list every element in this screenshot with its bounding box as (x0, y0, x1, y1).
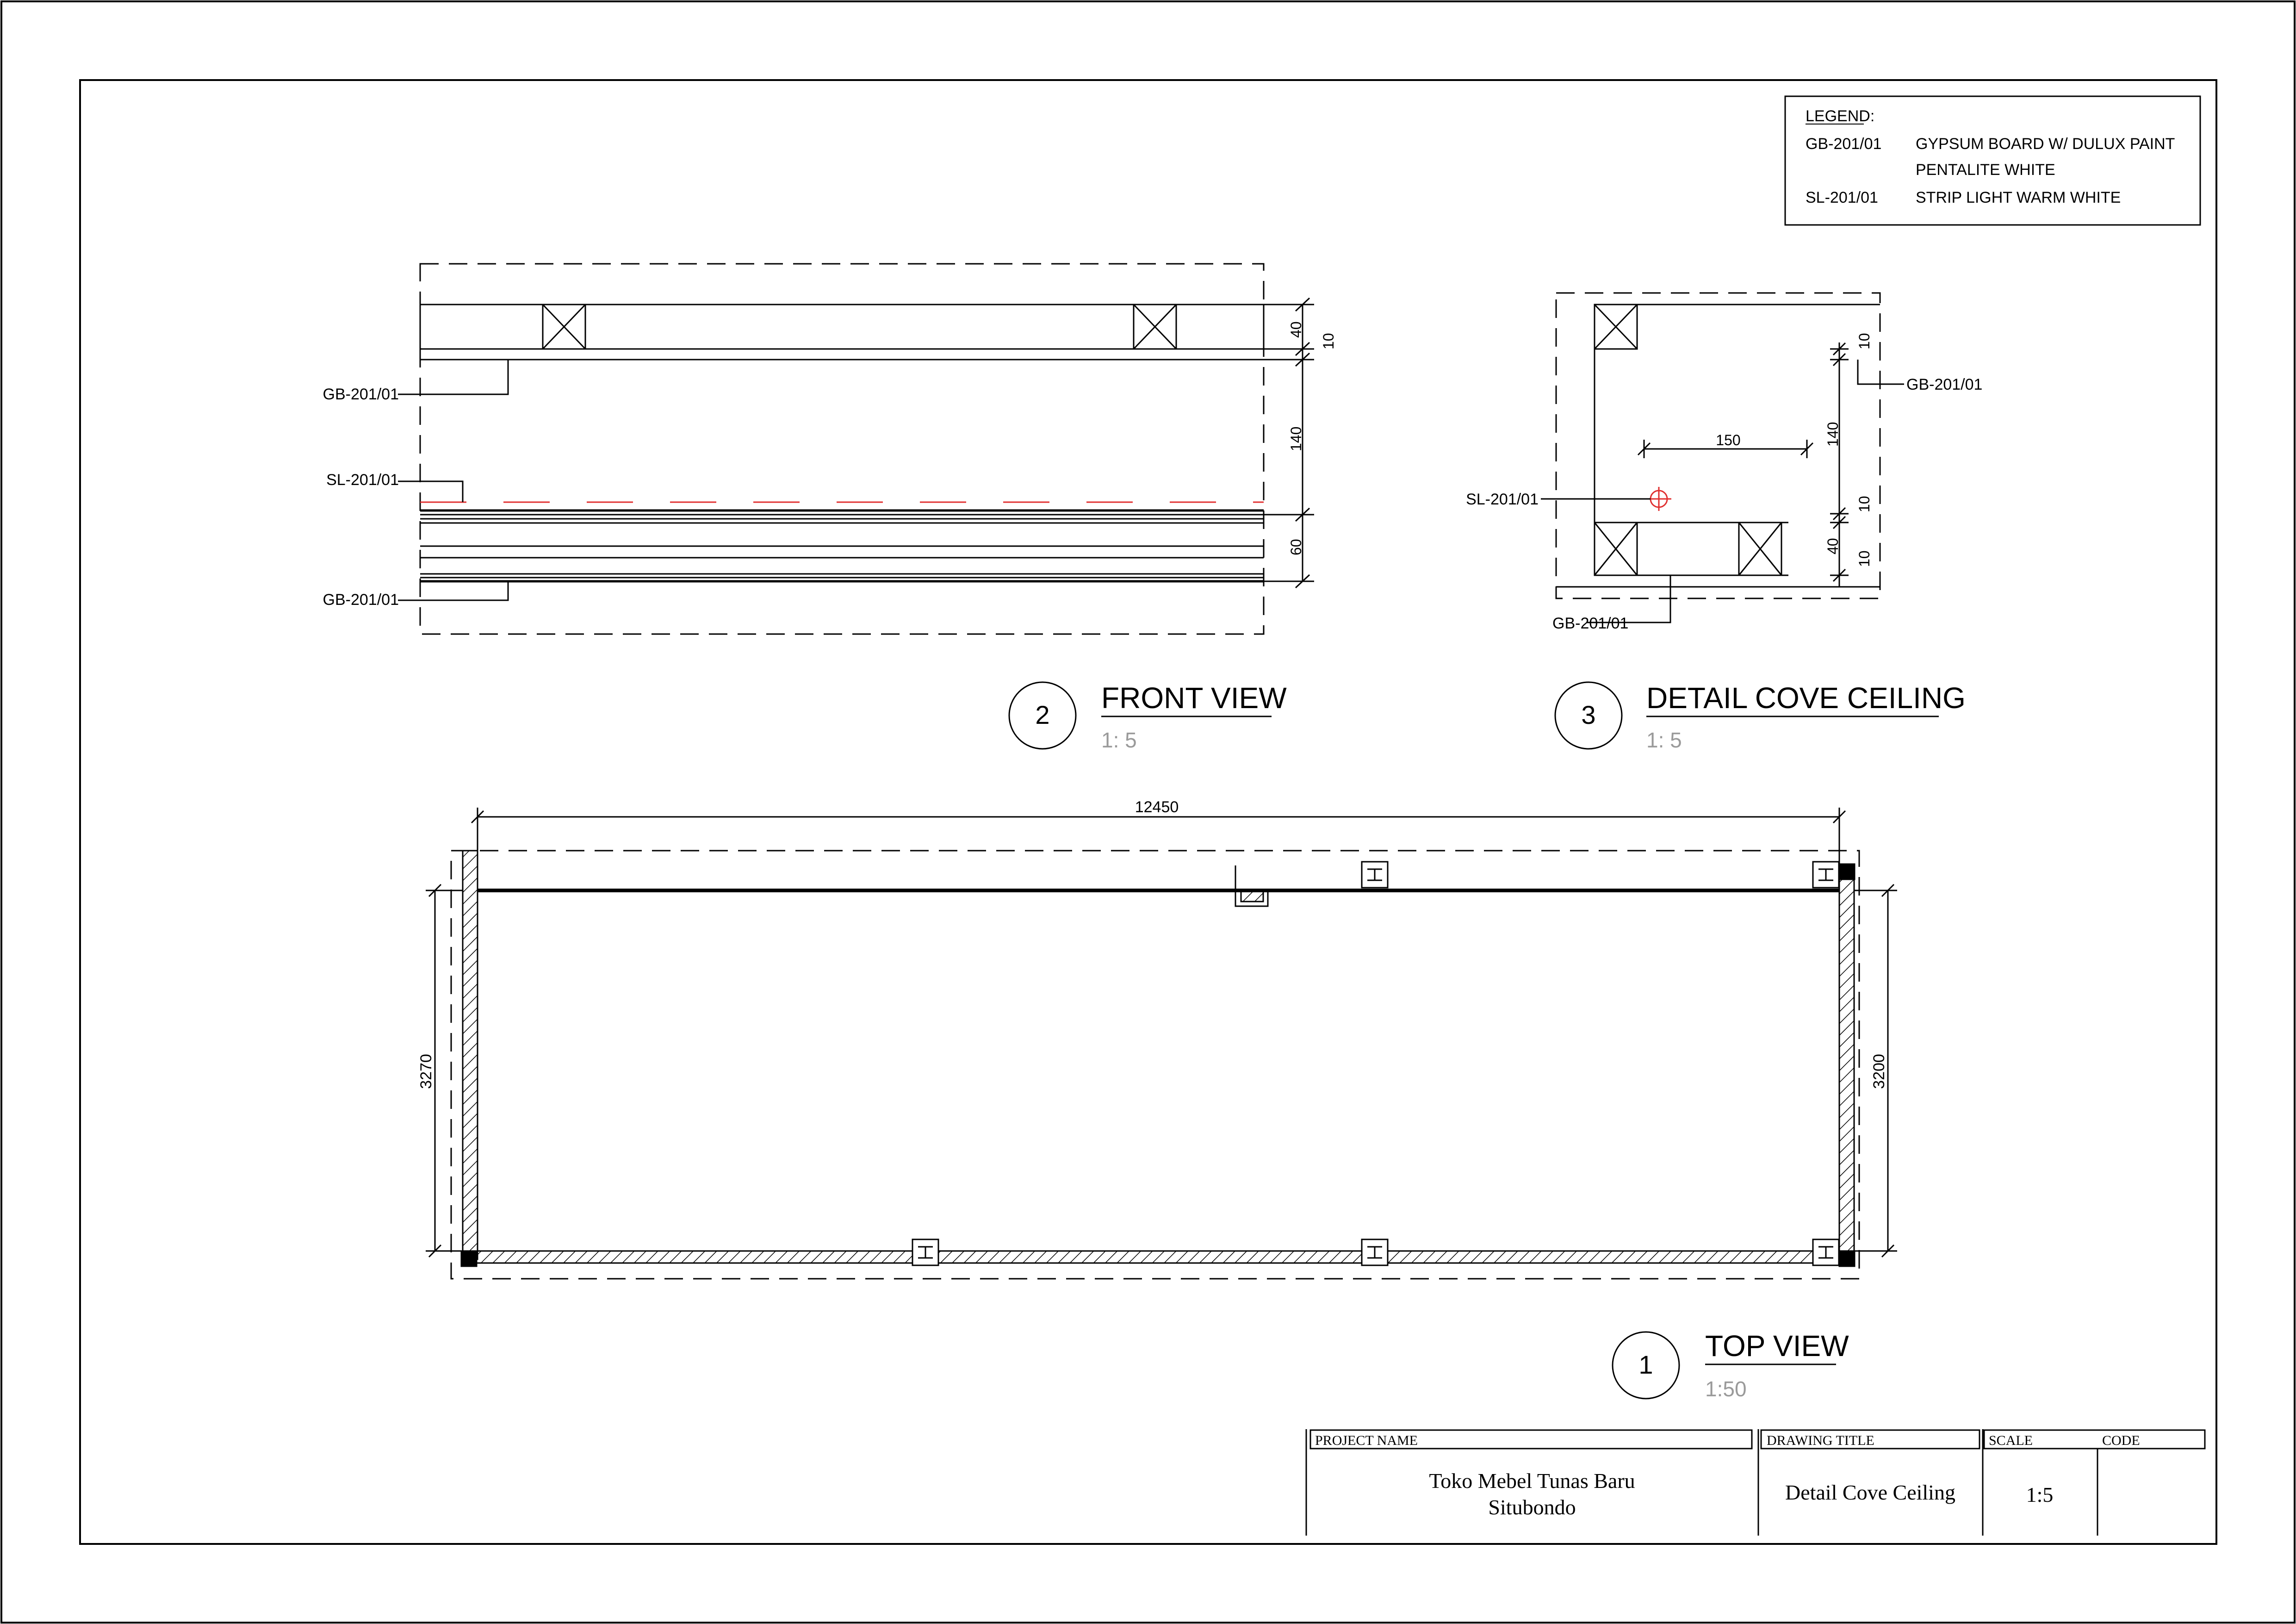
project-name-label: PROJECT NAME (1315, 1433, 1418, 1448)
front-view-hanger-left (542, 304, 586, 350)
detail-view-gb-profile (1594, 304, 1880, 576)
top-view-dim-right: 3200 (1870, 1054, 1888, 1089)
top-view-wall-left (462, 850, 478, 1260)
detail-view-number-circle (1554, 681, 1623, 750)
front-view-leader-sl (398, 480, 464, 502)
detail-view-texts: 10 140 150 10 40 10 GB-201/01 SL-201/01 … (1466, 333, 1982, 632)
top-view-texts: 12450 3270 3200 (417, 798, 1888, 1089)
drawing-title-value: Detail Cove Ceiling (1785, 1481, 1955, 1504)
front-view-profile-lines (420, 509, 1264, 583)
detail-view-title-block: 3 DETAIL COVE CEILING 1: 5 (1554, 681, 1966, 752)
top-view-i-beam-top-mid (1361, 861, 1389, 889)
top-view-column-bottom-left (460, 1250, 478, 1267)
front-view-label-sl: SL-201/01 (326, 471, 399, 489)
legend-code-1: GB-201/01 (1806, 135, 1881, 153)
title-block (1305, 1429, 2206, 1536)
detail-view-dim-150: 150 (1716, 432, 1740, 448)
detail-view-dimension-150 (1637, 440, 1814, 458)
detail-view-dim-40: 40 (1824, 538, 1841, 554)
top-view-title-block: 1 TOP VIEW 1:50 (1612, 1329, 1849, 1401)
front-view-label-bottom-gb: GB-201/01 (323, 591, 399, 609)
front-view-leader-bottom-gb (398, 581, 509, 601)
top-view-dimension-right (1854, 884, 1897, 1258)
front-view-texts: 40 10 140 60 GB-201/01 SL-201/01 GB-201/… (323, 321, 1337, 609)
detail-view-dimension-vertical (1830, 342, 1849, 587)
code-label: CODE (2102, 1433, 2140, 1448)
front-view-outline (419, 263, 1265, 635)
front-view-number-circle (1008, 681, 1077, 750)
detail-view-label-gb-bottom: GB-201/01 (1552, 615, 1628, 632)
front-view-dim-140: 140 (1288, 427, 1304, 451)
detail-view-dim-10-mid: 10 (1856, 496, 1873, 512)
top-view-wall-right (1838, 869, 1855, 1260)
front-view-dim-40: 40 (1288, 321, 1304, 338)
front-view-number: 2 (1035, 700, 1049, 729)
top-view-column-top-right (1838, 863, 1855, 880)
legend-code-2: SL-201/01 (1806, 189, 1878, 206)
front-view-hanger-right (1133, 304, 1177, 350)
top-view-title: TOP VIEW (1705, 1329, 1849, 1363)
front-view-scale: 1: 5 (1101, 728, 1137, 752)
front-view-dimension-line (1264, 297, 1314, 589)
detail-view-label-gb-right: GB-201/01 (1906, 376, 1982, 393)
front-view-dim-10: 10 (1320, 333, 1337, 349)
detail-view-batten-top (1594, 304, 1638, 350)
legend: LEGEND: GB-201/01 GYPSUM BOARD W/ DULUX … (1784, 95, 2201, 226)
top-view-i-beam-bottom-1 (912, 1238, 939, 1266)
detail-view-outline (1555, 292, 1881, 599)
top-view-dim-width: 12450 (1135, 798, 1179, 816)
front-view-title-block: 2 FRONT VIEW 1: 5 (1008, 681, 1287, 752)
drawing-title-label: DRAWING TITLE (1767, 1433, 1874, 1448)
top-view-i-beam-top-right (1812, 861, 1840, 889)
detail-view-title: DETAIL COVE CEILING (1646, 681, 1966, 715)
top-view-i-beam-bottom-3 (1812, 1238, 1840, 1266)
detail-view-batten-bottom-right (1738, 522, 1782, 576)
top-view-i-beam-bottom-2 (1361, 1238, 1389, 1266)
scale-label: SCALE (1989, 1433, 2033, 1448)
front-view-label-top-gb: GB-201/01 (323, 386, 399, 403)
top-view-number-circle (1612, 1331, 1680, 1400)
top-view-dimension-left (426, 884, 463, 1258)
top-view-dim-left: 3270 (417, 1054, 435, 1089)
legend-desc-1a: GYPSUM BOARD W/ DULUX PAINT (1916, 135, 2175, 153)
top-view-outline (450, 850, 1860, 1280)
top-view-column-bottom-right (1838, 1250, 1855, 1267)
front-view-leader-top-gb (398, 360, 509, 395)
detail-view-leader-gb-right (1857, 360, 1904, 385)
detail-view-scale: 1: 5 (1646, 728, 1682, 752)
detail-view-number: 3 (1581, 700, 1595, 729)
legend-desc-1b: PENTALITE WHITE (1916, 161, 2055, 179)
detail-view-dim-10-top: 10 (1856, 333, 1873, 349)
project-name-line2: Situbondo (1488, 1495, 1576, 1519)
detail-view-dim-140: 140 (1824, 422, 1841, 447)
front-view (398, 263, 1314, 635)
detail-view-leader-gb-bottom (1587, 575, 1671, 623)
detail-view-label-sl: SL-201/01 (1466, 491, 1539, 508)
top-view-wall-bottom (467, 1250, 1847, 1264)
detail-view-dim-10-bot: 10 (1856, 550, 1873, 567)
detail-view (1541, 292, 1904, 623)
project-name-line1: Toko Mebel Tunas Baru (1429, 1469, 1635, 1493)
front-view-top-batten (419, 304, 1265, 350)
front-view-dim-60: 60 (1288, 539, 1304, 555)
front-view-title: FRONT VIEW (1101, 681, 1287, 715)
scale-value: 1:5 (2026, 1483, 2054, 1506)
top-view-number: 1 (1638, 1350, 1653, 1379)
title-block-texts: PROJECT NAME Toko Mebel Tunas Baru Situb… (1315, 1433, 2140, 1519)
top-view-column-recess (1235, 865, 1269, 907)
top-view-scale: 1:50 (1705, 1377, 1747, 1401)
top-view-dimension-width (471, 808, 1846, 890)
detail-view-batten-bottom-left (1594, 522, 1638, 576)
legend-heading: LEGEND: (1806, 107, 1874, 125)
legend-desc-2a: STRIP LIGHT WARM WHITE (1916, 189, 2121, 206)
top-view (426, 808, 1897, 1280)
drawing-frame (79, 79, 2217, 1545)
